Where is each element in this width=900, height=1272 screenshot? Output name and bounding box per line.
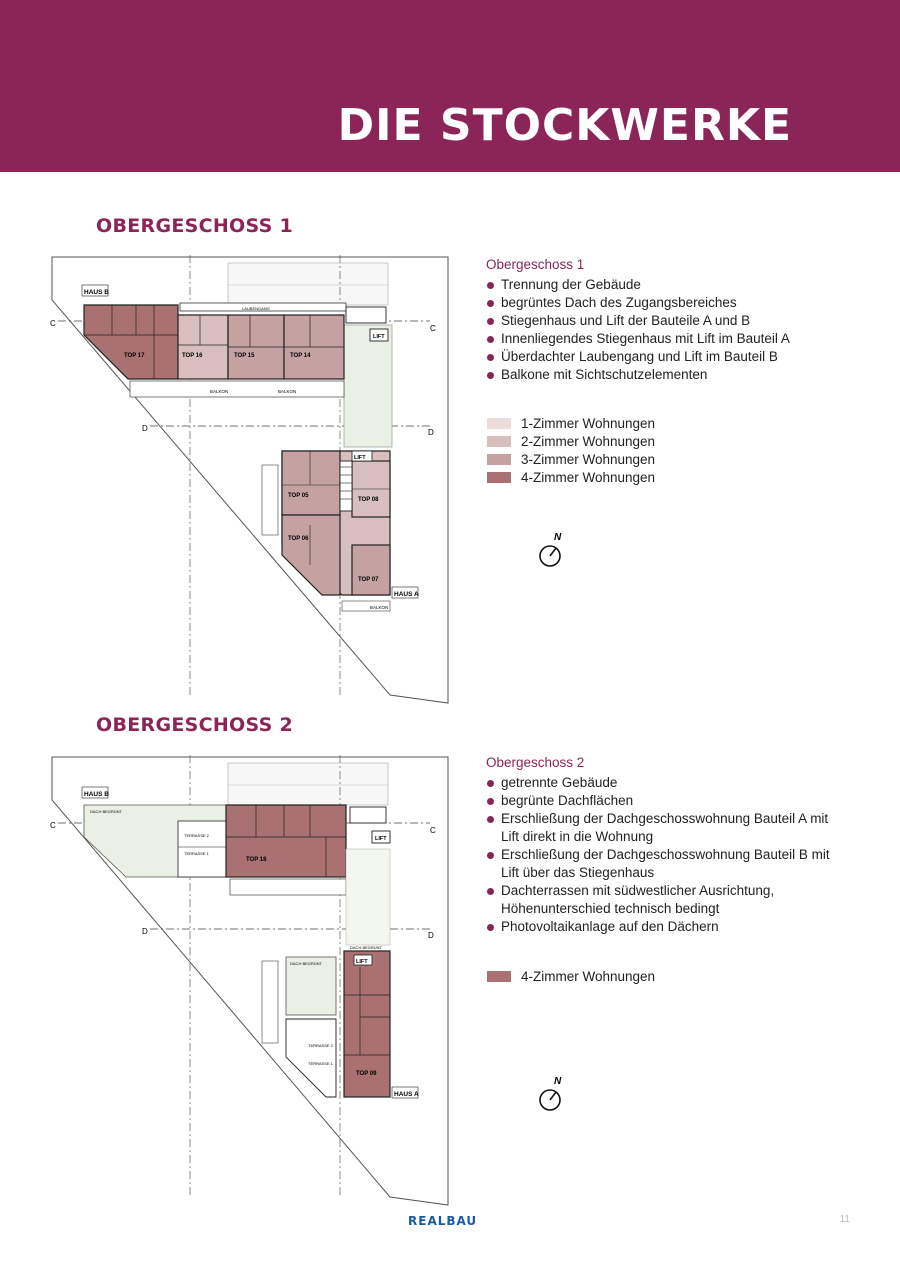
floor1-subheading: Obergeschoss 1	[486, 257, 585, 272]
floor2-bullet: begrünte Dachflächen	[486, 792, 841, 810]
haus-a-label: HAUS A	[394, 1091, 419, 1098]
label-top15: TOP 15	[234, 353, 255, 359]
dach-begruent-a1: DACH BEGRÜNT	[290, 961, 323, 966]
lift-label-b: LIFT	[373, 334, 385, 340]
floor1-bullets: Trennung der Gebäude begrüntes Dach des …	[486, 276, 790, 384]
floor2-info: Obergeschoss 2 getrennte Gebäude begrünt…	[486, 754, 841, 936]
balkon-label-3: BALKON	[370, 605, 388, 610]
label-top16: TOP 16	[182, 353, 203, 359]
floor1-plan: C C D D HAUS B LAUBENGANG TOP 17 TOP 16 …	[50, 255, 449, 704]
compass-icon: N	[539, 1076, 562, 1111]
cut-label-c-left: C	[50, 821, 56, 830]
cut-label-d-left: D	[142, 927, 148, 936]
terrasse2-label-b: TERRASSE 2	[184, 833, 210, 838]
lift-label-a: LIFT	[356, 959, 368, 965]
page-title: DIE STOCKWERKE	[337, 100, 792, 151]
floor1-bullet: Balkone mit Sichtschutzelementen	[486, 366, 790, 384]
cut-label-c-left: C	[50, 319, 56, 328]
floor2-plan: C C D D HAUS B DACH BEGRÜNT TERRASSE 2 T…	[50, 755, 449, 1206]
terraces-b	[177, 820, 227, 878]
legend-label: 2-Zimmer Wohnungen	[521, 433, 656, 449]
legend-label: 1-Zimmer Wohnungen	[521, 415, 656, 431]
unit-top18	[225, 804, 347, 878]
header-banner: DIE STOCKWERKE	[0, 0, 900, 172]
terrasse2-label-a: TERRASSE 2	[308, 1043, 334, 1048]
unit-top06	[281, 514, 341, 596]
cut-label-c-right: C	[430, 826, 436, 835]
label-top06: TOP 06	[288, 536, 309, 542]
lift-label-a: LIFT	[354, 455, 366, 461]
terrasse1-label-b: TERRASSE 1	[184, 851, 210, 856]
floor2-bullet: Erschließung der Dachgeschosswohnung Bau…	[486, 810, 841, 846]
floor2-bullet: Dachterrassen mit südwestlicher Ausricht…	[486, 882, 841, 918]
floor2-legend: 4-Zimmer Wohnungen	[487, 967, 655, 985]
compass-north-label: N	[554, 532, 562, 543]
page-number: 11	[839, 1214, 850, 1225]
haus-a-label: HAUS A	[394, 591, 419, 598]
unit-top17	[83, 304, 179, 380]
unit-top05	[281, 450, 341, 516]
label-top09: TOP 09	[356, 1071, 377, 1077]
legend-swatch	[487, 435, 511, 447]
label-top14: TOP 14	[290, 353, 311, 359]
legend-item-4-room: 4-Zimmer Wohnungen	[487, 967, 655, 985]
legend-item-3-room: 3-Zimmer Wohnungen	[487, 450, 655, 468]
legend-label: 4-Zimmer Wohnungen	[521, 469, 656, 485]
balconies-b	[129, 380, 345, 398]
label-top18: TOP 18	[246, 857, 267, 863]
floor2-subheading: Obergeschoss 2	[486, 755, 585, 770]
floor1-heading: OBERGESCHOSS 1	[96, 215, 294, 237]
compass-icon: N	[539, 532, 562, 567]
floor1-bullet: Trennung der Gebäude	[486, 276, 790, 294]
dach-begruent-a2: DACH BEGRÜNT	[350, 945, 383, 950]
cut-label-d-right: D	[428, 428, 434, 437]
lift-label-b: LIFT	[375, 836, 387, 842]
floor1-bullet: Überdachter Laubengang und Lift im Baute…	[486, 348, 790, 366]
label-top07: TOP 07	[358, 577, 379, 583]
floor1-legend: 1-Zimmer Wohnungen 2-Zimmer Wohnungen 3-…	[487, 414, 655, 486]
floor2-heading: OBERGESCHOSS 2	[96, 714, 294, 736]
dach-begruent-b: DACH BEGRÜNT	[90, 809, 123, 814]
green-roof-area	[343, 324, 393, 448]
haus-b-label: HAUS B	[84, 791, 109, 798]
label-top08: TOP 08	[358, 497, 379, 503]
floor1-info: Obergeschoss 1 Trennung der Gebäude begr…	[486, 256, 790, 384]
floor1-bullet: Innenliegendes Stiegenhaus mit Lift im B…	[486, 330, 790, 348]
legend-label: 3-Zimmer Wohnungen	[521, 451, 656, 467]
legend-item-1-room: 1-Zimmer Wohnungen	[487, 414, 655, 432]
floor2-bullet: getrennte Gebäude	[486, 774, 841, 792]
legend-swatch	[487, 471, 511, 483]
cut-label-c-right: C	[430, 324, 436, 333]
green-roof-a	[285, 956, 337, 1016]
legend-label: 4-Zimmer Wohnungen	[521, 968, 656, 984]
garden-strip	[227, 262, 389, 306]
legend-item-4-room: 4-Zimmer Wohnungen	[487, 468, 655, 486]
floor2-bullets: getrennte Gebäude begrünte Dachflächen E…	[486, 774, 841, 936]
laubengang-label: LAUBENGANG	[242, 306, 270, 311]
stairwell-a	[339, 460, 353, 512]
cut-label-d-right: D	[428, 931, 434, 940]
floor1-bullet: begrüntes Dach des Zugangsbereiches	[486, 294, 790, 312]
label-top17: TOP 17	[124, 353, 145, 359]
floor2-bullet: Erschließung der Dachgeschosswohnung Bau…	[486, 846, 841, 882]
balkon-label-1: BALKON	[210, 389, 228, 394]
haus-b-label: HAUS B	[84, 289, 109, 296]
terrasse1-label-a: TERRASSE 1	[308, 1061, 334, 1066]
balkon-label-2: BALKON	[278, 389, 296, 394]
legend-item-2-room: 2-Zimmer Wohnungen	[487, 432, 655, 450]
legend-swatch	[487, 970, 511, 982]
terraces-a	[285, 1018, 337, 1098]
legend-swatch	[487, 417, 511, 429]
unit-top09	[343, 950, 391, 1098]
cut-label-d-left: D	[142, 424, 148, 433]
unit-top16	[177, 314, 229, 380]
garden-strip	[227, 762, 389, 806]
floor1-bullet: Stiegenhaus und Lift der Bauteile A und …	[486, 312, 790, 330]
compass-north-label: N	[554, 1076, 562, 1087]
realbau-logo: REALBAU	[408, 1214, 478, 1228]
floor2-bullet: Photovoltaikanlage auf den Dächern	[486, 918, 841, 936]
unit-top07	[351, 544, 391, 596]
label-top05: TOP 05	[288, 493, 309, 499]
legend-swatch	[487, 453, 511, 465]
